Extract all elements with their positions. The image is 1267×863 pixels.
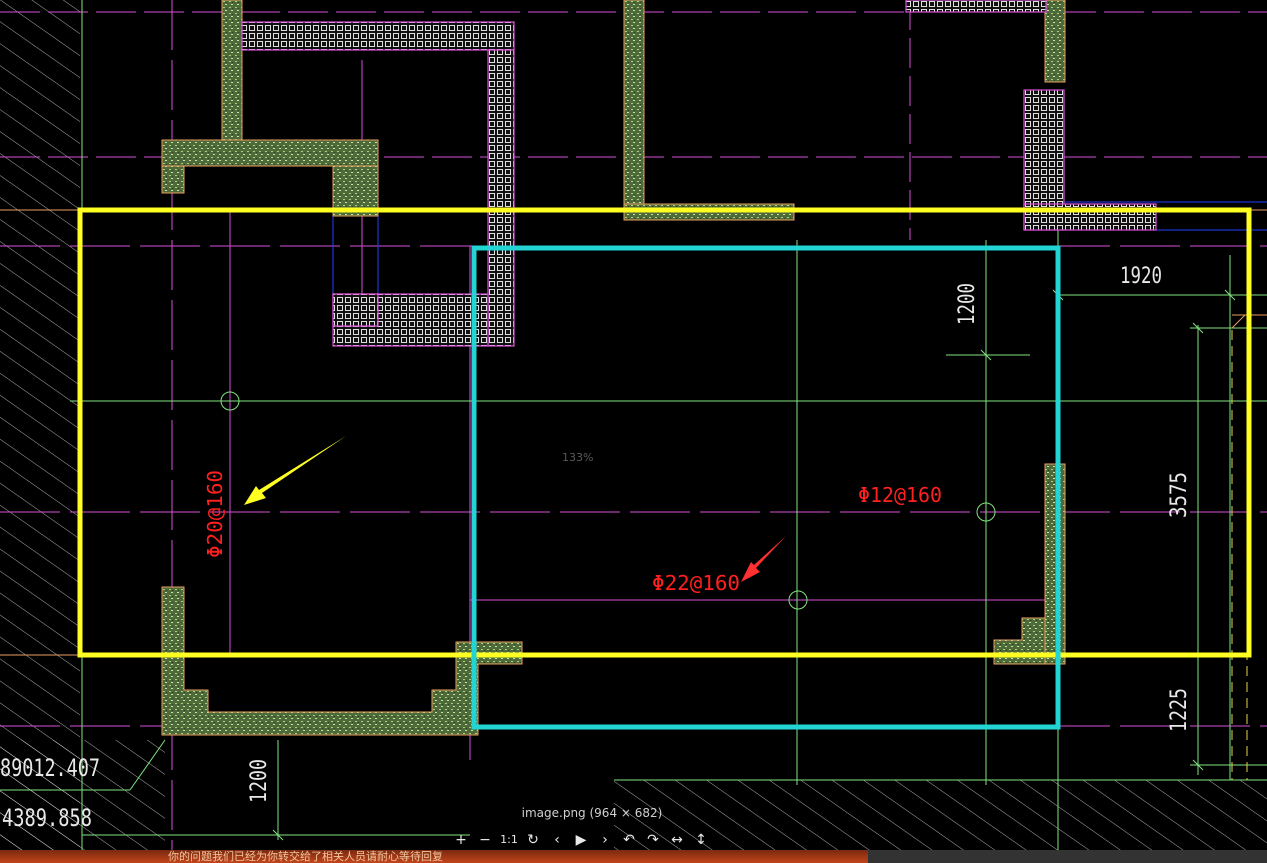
flip-vertical-button[interactable]: ↕ — [695, 832, 707, 848]
rotate-left-button[interactable]: ↶ — [623, 832, 635, 848]
yellow-arrow — [244, 436, 346, 505]
dimension-ticks — [272, 289, 1236, 841]
previous-button[interactable]: ‹ — [554, 832, 560, 848]
hatch-left — [0, 0, 80, 850]
orange-lines — [0, 209, 1267, 656]
dim-1225: 1225 — [1167, 688, 1192, 732]
zoom-level: 133% — [562, 451, 594, 464]
background-page-strip: 你的问题我们已经为你转交给了相关人员请耐心等待回复 — [0, 850, 1267, 863]
axis-circles — [220, 391, 996, 610]
hatch-bottom — [614, 780, 1267, 850]
rebar-label-right: Φ12@160 — [858, 483, 942, 507]
actual-size-button[interactable]: 1:1 — [500, 833, 518, 846]
rebar-label-left: Φ20@160 — [203, 470, 227, 558]
coordinate-y: 4389.858 — [2, 804, 92, 832]
zoom-out-button[interactable]: − — [479, 832, 491, 848]
block-walls — [241, 0, 1157, 347]
next-button[interactable]: › — [602, 832, 608, 848]
dim-1920: 1920 — [1120, 264, 1162, 289]
background-page-text: 你的问题我们已经为你转交给了相关人员请耐心等待回复 — [168, 850, 443, 863]
yellow-dashed — [1231, 330, 1248, 780]
flip-horizontal-button[interactable]: ↔ — [671, 832, 683, 848]
zoom-in-button[interactable]: + — [455, 832, 467, 848]
yellow-highlight-box — [77, 207, 1252, 658]
rebar-label-center: Φ22@160 — [652, 571, 740, 595]
reset-button[interactable]: ↻ — [527, 832, 539, 848]
cyan-highlight-box — [471, 245, 1061, 730]
dim-1200-bottom: 1200 — [247, 759, 272, 803]
dim-1200-top: 1200 — [955, 283, 980, 325]
coordinate-x: 89012.407 — [0, 754, 100, 782]
red-arrow — [741, 536, 786, 582]
viewer-toolbar: + − 1:1 ↻ ‹ ▶ › ↶ ↷ ↔ ↕ — [452, 830, 710, 850]
dim-3575: 3575 — [1167, 472, 1192, 518]
image-caption: image.png (964 × 682) — [521, 806, 663, 820]
concrete-walls — [161, 0, 1066, 736]
play-button[interactable]: ▶ — [575, 832, 587, 848]
rotate-right-button[interactable]: ↷ — [647, 832, 659, 848]
background-page-panel — [868, 850, 1267, 863]
